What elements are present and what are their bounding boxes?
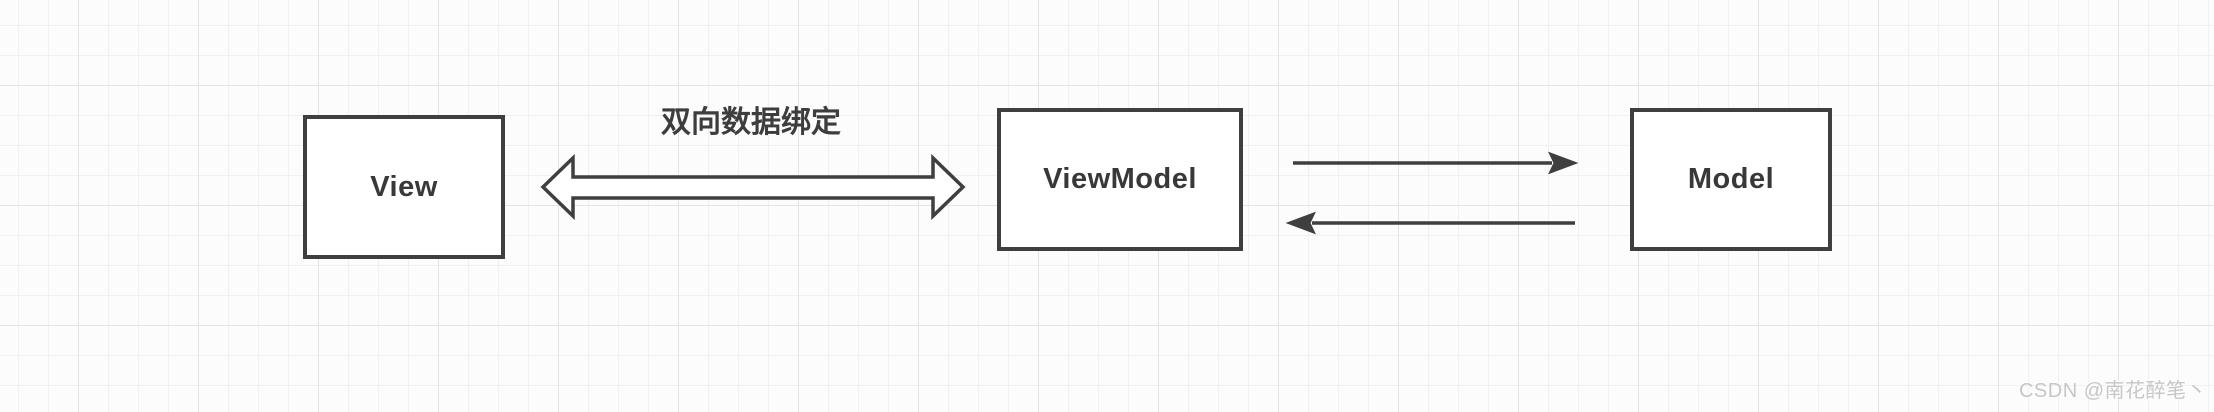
node-model: Model [1630, 108, 1832, 251]
node-view-label: View [370, 170, 438, 203]
node-viewmodel-label: ViewModel [1043, 163, 1197, 195]
csdn-watermark: CSDN @南花醉笔丶 [2018, 380, 2207, 402]
node-viewmodel: ViewModel [997, 108, 1243, 251]
model-to-viewmodel-arrow [1285, 211, 1575, 235]
node-view: View [303, 115, 505, 259]
node-model-label: Model [1687, 163, 1775, 195]
two-way-arrow [540, 153, 966, 221]
two-way-binding-edge-label: 双向数据绑定 [661, 106, 841, 139]
viewmodel-to-model-arrow [1293, 151, 1579, 175]
